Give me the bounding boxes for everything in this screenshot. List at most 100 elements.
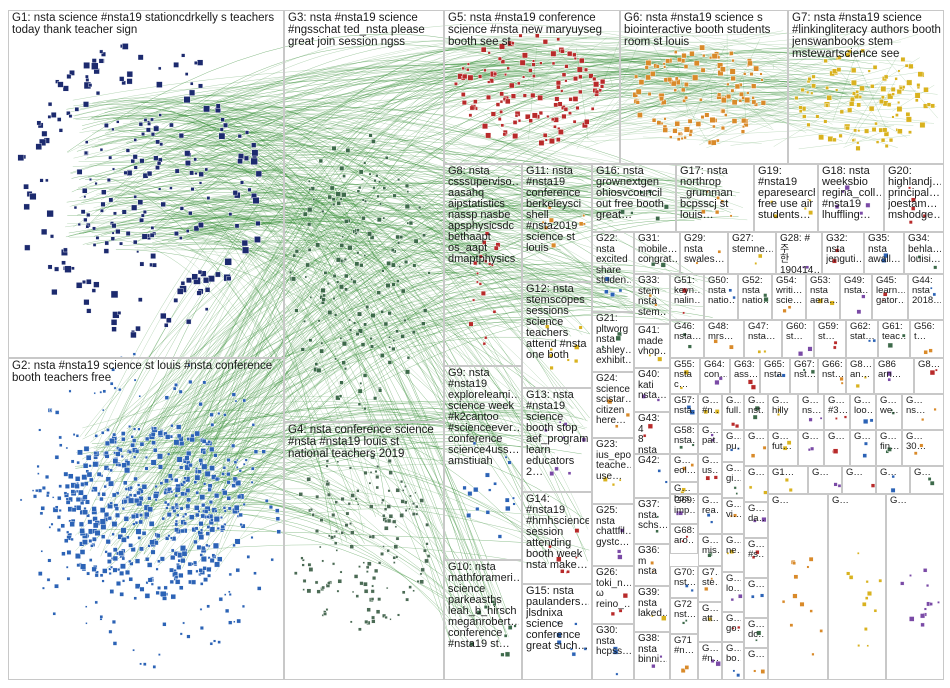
group-g67: G67: nst… xyxy=(790,358,818,394)
group-g53: G53: nsta aera… xyxy=(806,274,840,320)
group-g83: G… we… xyxy=(876,394,902,430)
group-g31: G31: mobile… congrat… xyxy=(634,232,680,274)
group-label-g3: G3: nsta #nsta19 science #ngsschat ted_n… xyxy=(288,12,441,48)
group-label-g87: G… gi… xyxy=(726,464,741,484)
group-g36: G36: m nsta xyxy=(634,544,670,586)
group-g29: G29: nsta swales… xyxy=(680,232,728,274)
group-label-g6: G6: nsta #nsta19 science s biointeractiv… xyxy=(624,12,785,48)
group-g55: G55: nsta c… xyxy=(670,358,700,394)
group-g6: G6: nsta #nsta19 science s biointeractiv… xyxy=(620,10,788,164)
group-label-g79: G… nst… xyxy=(748,396,765,416)
group-g121: G… xyxy=(886,494,944,680)
group-g52: G52: nsta natio… xyxy=(738,274,772,320)
group-label-g69: G69: imp… xyxy=(674,496,695,516)
group-label-g1: G1: nsta science #nsta19 stationcdrkelly… xyxy=(12,12,281,36)
group-label-g51: G51: keyn… nalin… xyxy=(674,276,701,306)
group-label-g81: G… ns… xyxy=(802,396,821,416)
group-g27: G27: stemne… xyxy=(728,232,776,274)
group-g100: G… #s… xyxy=(744,538,768,578)
group-g85: G… 30… xyxy=(902,430,944,466)
group-g72: G72 nst… xyxy=(670,598,698,634)
group-g90: G… bo… xyxy=(722,642,744,680)
group-g39: G39: nsta laked… xyxy=(634,586,670,632)
group-label-g74: G8… an… xyxy=(850,360,871,380)
group-label-g63: G63: ass… xyxy=(734,360,757,380)
group-g86: G1… xyxy=(768,466,808,494)
group-g38: G38: nsta binni… xyxy=(634,632,670,680)
group-g87: G… gi… xyxy=(722,462,744,498)
group-g46: G46: nsta… xyxy=(670,320,704,358)
group-g30: G30: nsta hcpss… xyxy=(592,624,634,680)
group-g74: G8… an… xyxy=(846,358,874,394)
group-g14: G14: #nsta19 #hmhscience session attendi… xyxy=(522,492,592,584)
group-g3: G3: nsta #nsta19 science #ngsschat ted_n… xyxy=(284,10,444,422)
group-label-g46: G46: nsta… xyxy=(674,322,701,342)
group-g34: G34: behla… louisi… xyxy=(904,232,944,274)
group-g92: G… rea… xyxy=(698,494,722,534)
group-g91: G… go… xyxy=(722,612,744,642)
group-label-g78: G… full… xyxy=(726,396,741,416)
group-g110: G… xyxy=(744,578,768,618)
group-g28: G28: #주 한 190414… xyxy=(776,232,822,274)
group-g104: G… ns… xyxy=(902,394,944,430)
group-label-g23: G23: ius_epo teache… use… xyxy=(596,440,631,482)
group-g102: G… att… xyxy=(698,602,722,642)
group-g18: G18: nsta weeksbio regina_coll… #nsta19 … xyxy=(818,164,884,232)
group-g94: G… ne… xyxy=(722,534,744,572)
group-g54: G54: writi… scie… xyxy=(772,274,806,320)
group-g17: G17: nsta northrop _grumman bcpsscj st l… xyxy=(676,164,754,232)
group-g115: G… xyxy=(808,466,842,494)
group-g80: G… hilly xyxy=(768,394,798,430)
group-g10: G10: nsta mathforameri… science parkeast… xyxy=(444,560,522,680)
group-label-g58: G58: nsta… xyxy=(674,426,695,446)
group-label-g116: G… xyxy=(846,468,873,478)
group-label-g92: G… rea… xyxy=(702,496,719,516)
group-label-g93: G… mis… xyxy=(702,536,719,556)
group-label-g107: G… #n… xyxy=(702,644,719,664)
group-g32: G32: nsta jenguti… xyxy=(822,232,864,274)
group-label-g34: G34: behla… louisi… xyxy=(908,234,941,266)
group-g79: G… nst… xyxy=(744,394,768,430)
group-g16: G16: nsta grownextgen ohiosvcouncil out … xyxy=(592,164,676,232)
group-g63: G63: ass… xyxy=(730,358,760,394)
group-g82: G… #3… xyxy=(824,394,850,430)
group-label-g29: G29: nsta swales… xyxy=(684,234,725,266)
group-label-g75: G86 arn… xyxy=(878,360,911,380)
group-label-g50: G50: nsta natio… xyxy=(708,276,735,306)
group-label-g109: G… xyxy=(748,468,765,478)
group-label-g105: G… loo… xyxy=(854,396,873,416)
group-g37: G37: nsta schs… xyxy=(634,498,670,544)
group-label-g95: G… pat… xyxy=(702,426,719,446)
group-label-g99: G… us… xyxy=(702,456,719,476)
group-g120: G… xyxy=(828,494,886,680)
group-label-g68: G68: aro… xyxy=(674,526,695,546)
group-label-g64: G64: con… xyxy=(704,360,727,380)
group-g64: G64: con… xyxy=(700,358,730,394)
group-g40: G40: kati nsta… xyxy=(634,368,670,412)
group-label-g53: G53: nsta aera… xyxy=(810,276,837,306)
group-label-g62: G62: stat… xyxy=(850,322,875,342)
group-g109: G… xyxy=(744,466,768,502)
group-g62: G62: stat… xyxy=(846,320,878,358)
group-g111: G… xyxy=(744,648,768,680)
group-g116: G… xyxy=(842,466,876,494)
group-label-g76: G8… xyxy=(918,360,941,370)
group-label-g70: G70: nst… xyxy=(674,568,695,588)
group-g19: G19: #nsta19 eparesearch free use air st… xyxy=(754,164,818,232)
group-label-g60: G60: st… xyxy=(786,322,811,342)
group-label-g10: G10: nsta mathforameri… science parkeast… xyxy=(448,562,519,650)
group-g70: G70: nst… xyxy=(670,566,698,598)
group-label-g65: G65: nsta xyxy=(764,360,787,380)
group-g59: G59: st… xyxy=(814,320,846,358)
group-label-g85: G… 30… xyxy=(906,432,941,452)
group-g33: G33: stem nsta stem… xyxy=(634,274,670,324)
group-label-g36: G36: m nsta xyxy=(638,546,667,578)
group-g44: G44: nsta 2018… xyxy=(908,274,944,320)
group-label-g44: G44: nsta 2018… xyxy=(912,276,941,306)
group-label-g72: G72 nst… xyxy=(674,600,695,620)
group-g47: G47: nsta… xyxy=(744,320,782,358)
group-g114: G… xyxy=(850,430,876,466)
group-g88: G… vi… xyxy=(722,498,744,534)
group-label-g66: G66: nst… xyxy=(822,360,843,380)
group-g99: G… us… xyxy=(698,454,722,494)
